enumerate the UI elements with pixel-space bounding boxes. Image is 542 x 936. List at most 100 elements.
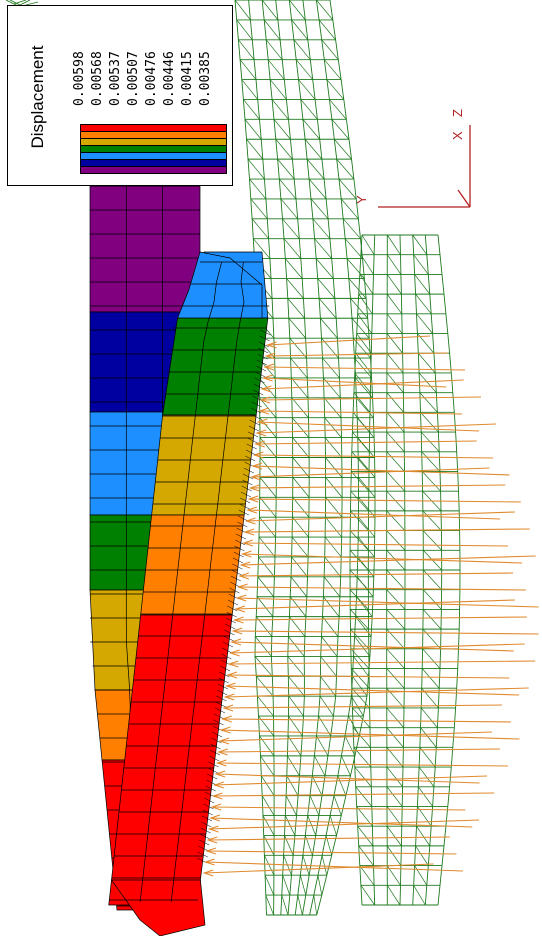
load-arrow-head [242,539,254,547]
wireframe-edge [293,39,311,60]
wireframe-edge [386,786,403,807]
mesh-edge [230,581,241,588]
load-arrow [245,528,530,533]
load-arrow [222,718,511,723]
wireframe-edge [300,875,307,896]
wireframe-edge [260,755,275,776]
mesh-edge [241,485,252,492]
mesh-edge [204,797,215,804]
mesh-edge [257,353,268,360]
mesh-edge [256,359,267,366]
wireframe-edge [250,198,268,220]
wireframe-edge [259,497,277,518]
mesh-edge [223,635,234,642]
wireframe-edge [353,392,371,413]
wireframe-edge [351,318,370,339]
wireframe-edge [251,218,269,239]
wireframe-edge [318,19,336,41]
wireframe-edge [286,775,299,796]
wireframe-edge [350,298,368,319]
wireframe-edge [422,530,442,551]
wireframe-edge [313,895,318,916]
wireframe-edge [279,178,297,200]
wireframe-edge [359,274,374,295]
wireframe-edge [350,648,370,669]
wireframe-edge [289,0,306,21]
wireframe-edge [283,238,302,259]
load-arrow-head [234,605,246,613]
mesh-edge [246,443,257,450]
load-arrow [253,465,510,476]
mesh-edge [232,557,244,564]
legend-swatch [80,167,227,174]
wireframe-edge [350,668,370,689]
wireframe-edge [273,119,291,140]
wireframe-edge [234,0,251,21]
load-arrow-head [251,462,263,470]
wireframe-edge [264,855,275,876]
load-arrow [221,729,520,740]
wireframe-edge [267,59,285,80]
mesh-edge [215,701,226,708]
wireframe-edge [323,576,341,597]
mesh-edge [234,545,245,552]
wireframe-edge [354,766,372,787]
load-arrow [230,643,525,654]
wireframe-edge [414,274,431,295]
wireframe-edge [349,530,369,551]
mesh-edge [225,623,236,630]
wireframe-edge [355,786,373,807]
wireframe-edge [344,735,356,757]
wireframe-edge [280,198,298,220]
wireframe-edge [358,516,376,538]
wireframe-edge [292,437,310,458]
wireframe-edge [324,59,342,80]
load-arrow [264,366,465,371]
load-arrow-head [228,649,240,657]
wireframe-edge [261,0,294,916]
load-arrow-head [263,363,275,371]
load-arrow-head [222,704,234,712]
wireframe-edge [325,497,343,518]
wireframe-edge [416,825,431,847]
load-arrow [251,467,490,478]
wireframe-edge [353,656,369,677]
wireframe-edge [329,99,347,120]
load-arrow-head [214,770,226,778]
load-arrow [238,586,527,591]
wireframe-edge [257,695,274,717]
wireframe-edge [342,218,361,239]
wireframe-edge [288,715,303,737]
mesh-edge [209,749,221,756]
mesh-edge [245,455,256,462]
load-arrow [220,731,492,742]
wireframe-edge [269,79,287,100]
wireframe-edge [315,258,334,279]
load-arrow-head [240,550,252,558]
mesh-edge [217,683,229,690]
displacement-legend: Displacement 0.00598 0.00568 0.00537 0.0… [7,5,233,186]
wireframe-edge [286,278,304,299]
wireframe-edge [386,293,403,315]
mesh-edge [205,785,216,792]
load-arrow [243,542,509,547]
wireframe-edge [422,628,441,650]
mesh-edge [232,563,243,570]
wireframe-edge [361,234,375,255]
wireframe-edge [417,786,433,807]
wireframe-edge [285,795,297,816]
mesh-edge [235,539,246,546]
wireframe-edge [359,865,375,886]
mesh-edge [237,515,249,522]
mesh-edge [251,401,262,408]
mesh-edge [218,677,229,684]
wireframe-edge [282,218,300,239]
load-arrow [255,440,477,445]
wireframe-edge [306,158,325,180]
load-arrow [224,704,502,709]
mesh-edge [238,509,249,516]
wireframe-edge [355,377,373,399]
wireframe-edge [289,337,307,359]
mesh-edge [214,713,225,720]
